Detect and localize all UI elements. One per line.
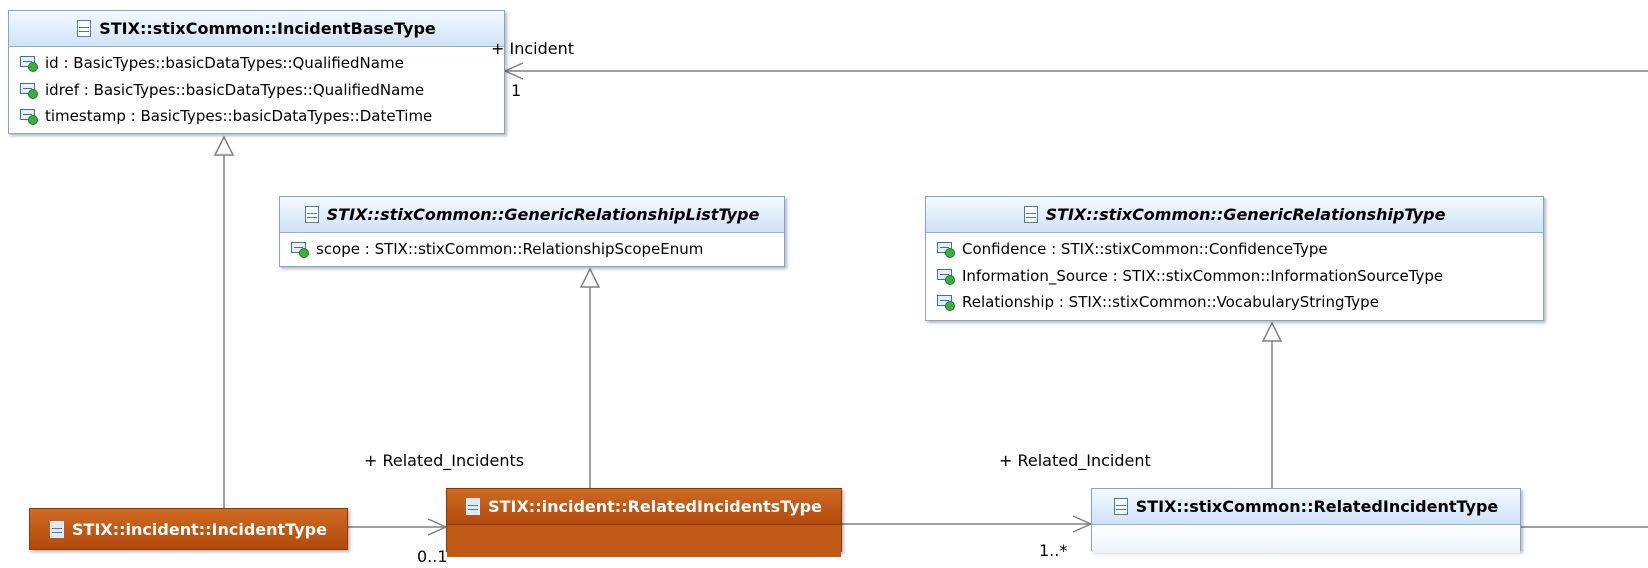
attribute-text: idref : BasicTypes::basicDataTypes::Qual… bbox=[45, 80, 425, 99]
attribute-text: id : BasicTypes::basicDataTypes::Qualifi… bbox=[45, 54, 404, 73]
class-name: STIX::stixCommon::IncidentBaseType bbox=[99, 19, 436, 38]
attribute-icon bbox=[937, 268, 956, 285]
attribute-icon bbox=[20, 109, 39, 126]
class-generic-relationship-type[interactable]: STIX::stixCommon::GenericRelationshipTyp… bbox=[925, 196, 1544, 321]
attribute-row[interactable]: id : BasicTypes::basicDataTypes::Qualifi… bbox=[9, 50, 504, 77]
class-name: STIX::incident::IncidentType bbox=[72, 519, 327, 539]
generalization-arrowhead-related-incidents bbox=[579, 267, 601, 288]
class-body bbox=[447, 525, 841, 557]
multiplicity-label-related-incidents: 0..1 bbox=[417, 547, 448, 566]
class-header: STIX::stixCommon::GenericRelationshipTyp… bbox=[926, 197, 1543, 233]
attribute-row[interactable]: idref : BasicTypes::basicDataTypes::Qual… bbox=[9, 77, 504, 104]
class-icon bbox=[1023, 206, 1038, 223]
class-name: STIX::incident::RelatedIncidentsType bbox=[488, 497, 822, 516]
attribute-list: scope : STIX::stixCommon::RelationshipSc… bbox=[280, 233, 784, 266]
class-icon bbox=[50, 520, 65, 538]
attribute-row[interactable]: Information_Source : STIX::stixCommon::I… bbox=[926, 263, 1543, 290]
class-name: STIX::stixCommon::GenericRelationshipTyp… bbox=[1045, 205, 1446, 224]
attribute-text: Confidence : STIX::stixCommon::Confidenc… bbox=[962, 240, 1328, 259]
attribute-icon bbox=[937, 242, 956, 259]
attribute-row[interactable]: timestamp : BasicTypes::basicDataTypes::… bbox=[9, 103, 504, 130]
class-header: STIX::incident::IncidentType bbox=[30, 509, 347, 549]
attribute-list: id : BasicTypes::basicDataTypes::Qualifi… bbox=[9, 47, 504, 133]
attribute-text: timestamp : BasicTypes::basicDataTypes::… bbox=[45, 107, 433, 126]
class-body bbox=[1092, 525, 1520, 553]
role-label-related-incident: + Related_Incident bbox=[999, 451, 1151, 470]
class-incident-type[interactable]: STIX::incident::IncidentType bbox=[29, 508, 348, 550]
attribute-icon bbox=[937, 295, 956, 312]
attribute-text: scope : STIX::stixCommon::RelationshipSc… bbox=[316, 240, 704, 259]
class-icon bbox=[304, 206, 319, 223]
class-header: STIX::stixCommon::IncidentBaseType bbox=[9, 11, 504, 47]
association-arrow-incident bbox=[503, 62, 524, 80]
attribute-row[interactable]: scope : STIX::stixCommon::RelationshipSc… bbox=[280, 236, 784, 263]
attribute-text: Relationship : STIX::stixCommon::Vocabul… bbox=[962, 293, 1379, 312]
class-header: STIX::stixCommon::RelatedIncidentType bbox=[1092, 489, 1520, 525]
class-icon bbox=[1113, 498, 1128, 515]
generalization-arrowhead-related-incident bbox=[1261, 321, 1283, 342]
role-label-incident: + Incident bbox=[491, 39, 575, 58]
attribute-list: Confidence : STIX::stixCommon::Confidenc… bbox=[926, 233, 1543, 319]
class-header: STIX::incident::RelatedIncidentsType bbox=[447, 489, 841, 525]
class-related-incident-type[interactable]: STIX::stixCommon::RelatedIncidentType bbox=[1091, 488, 1521, 553]
attribute-icon bbox=[20, 82, 39, 99]
class-name: STIX::stixCommon::GenericRelationshipLis… bbox=[326, 205, 760, 224]
attribute-row[interactable]: Relationship : STIX::stixCommon::Vocabul… bbox=[926, 289, 1543, 316]
class-icon bbox=[466, 498, 481, 515]
class-header: STIX::stixCommon::GenericRelationshipLis… bbox=[280, 197, 784, 233]
class-related-incidents-type[interactable]: STIX::incident::RelatedIncidentsType bbox=[446, 488, 842, 557]
role-label-related-incidents: + Related_Incidents bbox=[364, 451, 525, 470]
attribute-text: Information_Source : STIX::stixCommon::I… bbox=[962, 266, 1444, 285]
attribute-icon bbox=[291, 242, 310, 259]
class-generic-relationship-list-type[interactable]: STIX::stixCommon::GenericRelationshipLis… bbox=[279, 196, 785, 267]
multiplicity-label-related-incident: 1..* bbox=[1039, 541, 1068, 560]
class-name: STIX::stixCommon::RelatedIncidentType bbox=[1135, 497, 1499, 516]
class-incident-base-type[interactable]: STIX::stixCommon::IncidentBaseType id : … bbox=[8, 10, 505, 134]
generalization-arrowhead-incident bbox=[213, 135, 235, 156]
attribute-icon bbox=[20, 56, 39, 73]
attribute-row[interactable]: Confidence : STIX::stixCommon::Confidenc… bbox=[926, 236, 1543, 263]
class-icon bbox=[77, 20, 92, 37]
multiplicity-label-incident: 1 bbox=[511, 81, 522, 100]
